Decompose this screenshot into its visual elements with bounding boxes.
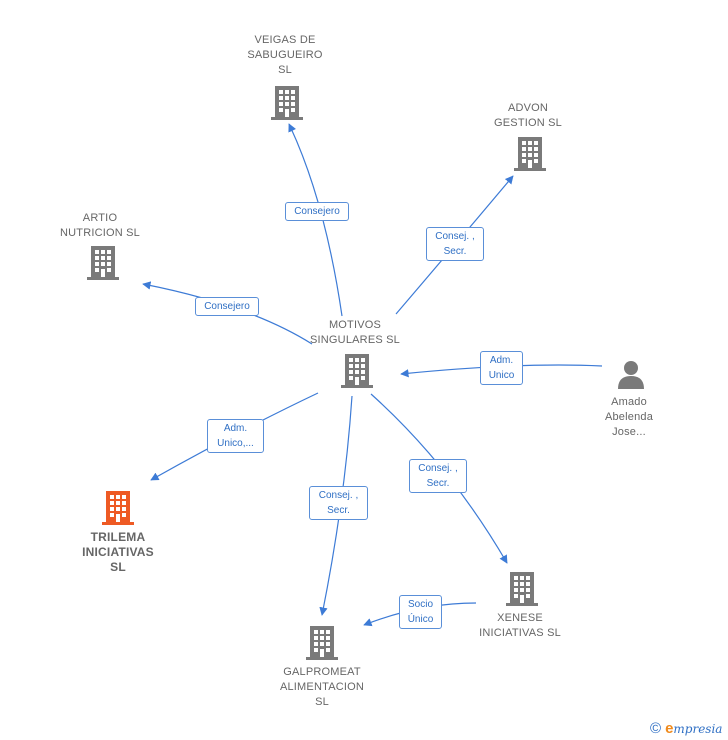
edge-label-xenese[interactable]: Consej. , Secr. bbox=[409, 459, 467, 493]
building-icon[interactable] bbox=[306, 625, 338, 661]
brand-name: mpresia bbox=[673, 722, 723, 736]
brand-initial: e bbox=[665, 720, 674, 737]
edge-label-veigas[interactable]: Consejero bbox=[285, 202, 349, 221]
node-label-veigas[interactable]: VEIGAS DE SABUGUEIRO SL bbox=[247, 34, 323, 76]
building-icon[interactable] bbox=[271, 85, 303, 121]
node-label-motivos[interactable]: MOTIVOS SINGULARES SL bbox=[309, 319, 401, 346]
edge-label-trilema[interactable]: Adm. Unico,... bbox=[207, 419, 264, 453]
edge-label-galpromeat[interactable]: Consej. , Secr. bbox=[309, 486, 368, 520]
footer-brand: ©empresia bbox=[650, 720, 722, 737]
person-icon[interactable] bbox=[616, 359, 646, 389]
node-label-advon[interactable]: ADVON GESTION SL bbox=[493, 102, 563, 129]
building-icon[interactable] bbox=[102, 490, 134, 526]
node-label-artio[interactable]: ARTIO NUTRICION SL bbox=[59, 212, 141, 239]
building-icon[interactable] bbox=[87, 245, 119, 281]
building-icon[interactable] bbox=[514, 136, 546, 172]
node-label-amado[interactable]: Amado Abelenda Jose... bbox=[604, 396, 654, 438]
copyright-icon: © bbox=[650, 720, 662, 737]
node-label-galpromeat[interactable]: GALPROMEAT ALIMENTACION SL bbox=[279, 666, 365, 708]
building-icon[interactable] bbox=[341, 353, 373, 389]
edge-label-advon[interactable]: Consej. , Secr. bbox=[426, 227, 484, 261]
edge-label-xenese-galpromeat[interactable]: Socio Único bbox=[399, 595, 442, 629]
edge-label-artio[interactable]: Consejero bbox=[195, 297, 259, 316]
building-icon[interactable] bbox=[506, 571, 538, 607]
node-label-trilema[interactable]: TRILEMA INICIATIVAS SL bbox=[82, 530, 154, 574]
edge-label-amado[interactable]: Adm. Unico bbox=[480, 351, 523, 385]
node-label-xenese[interactable]: XENESE INICIATIVAS SL bbox=[479, 612, 561, 639]
